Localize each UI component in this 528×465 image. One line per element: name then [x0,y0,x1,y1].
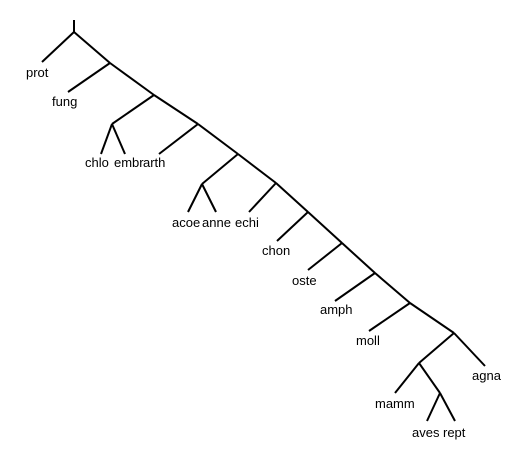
leaf-label-mamm: mamm [375,396,415,411]
leaf-label-echi: echi [235,215,259,230]
clade-branch-acoe-anne [201,153,239,185]
leaf-branch-chlo [100,123,113,155]
leaf-label-agna: agna [472,368,502,383]
leaf-branch-agna [453,332,486,367]
spine-branch [275,182,309,213]
spine-branch [197,123,239,155]
leaf-label-fung: fung [52,94,77,109]
leaf-label-amph: amph [320,302,353,317]
leaf-label-embr: embr [114,155,144,170]
leaf-branch-rept [439,392,456,422]
clade-branch-aves-rept [418,362,441,394]
clade-branch-chlo-embr [111,94,155,125]
spine-branch [237,153,277,184]
leaf-branch-amph [334,272,376,302]
leaf-label-aves: aves [412,425,440,440]
leaf-branch-echi [248,182,277,213]
leaf-label-acoe: acoe [172,215,200,230]
spine-branch [374,272,411,304]
leaf-label-prot: prot [26,65,49,80]
leaf-branch-moll [368,302,411,332]
spine-branch [307,211,343,244]
leaf-label-moll: moll [356,333,380,348]
spine-branch [341,242,376,274]
leaf-branch-arth [158,123,199,155]
spine-branch [73,31,111,64]
leaf-branch-acoe [187,183,203,213]
leaf-branch-fung [67,62,111,93]
leaf-branch-mamm [394,362,420,394]
leaf-label-arth: arth [143,155,165,170]
leaf-branch-anne [201,183,217,213]
leaf-label-oste: oste [292,273,317,288]
leaf-branch-chon [276,211,309,242]
leaf-branch-oste [307,242,343,271]
leaf-label-chlo: chlo [85,155,109,170]
leaf-branch-embr [111,123,126,155]
leaf-branch-aves [426,392,441,422]
spine-branch [409,302,455,334]
leaf-label-anne: anne [202,215,231,230]
leaf-label-rept: rept [443,425,466,440]
leaf-branch-prot [41,31,75,63]
spine-branch [109,62,155,96]
spine-branch [153,94,199,125]
clade-branch-amniota [418,332,455,364]
leaf-label-chon: chon [262,243,290,258]
